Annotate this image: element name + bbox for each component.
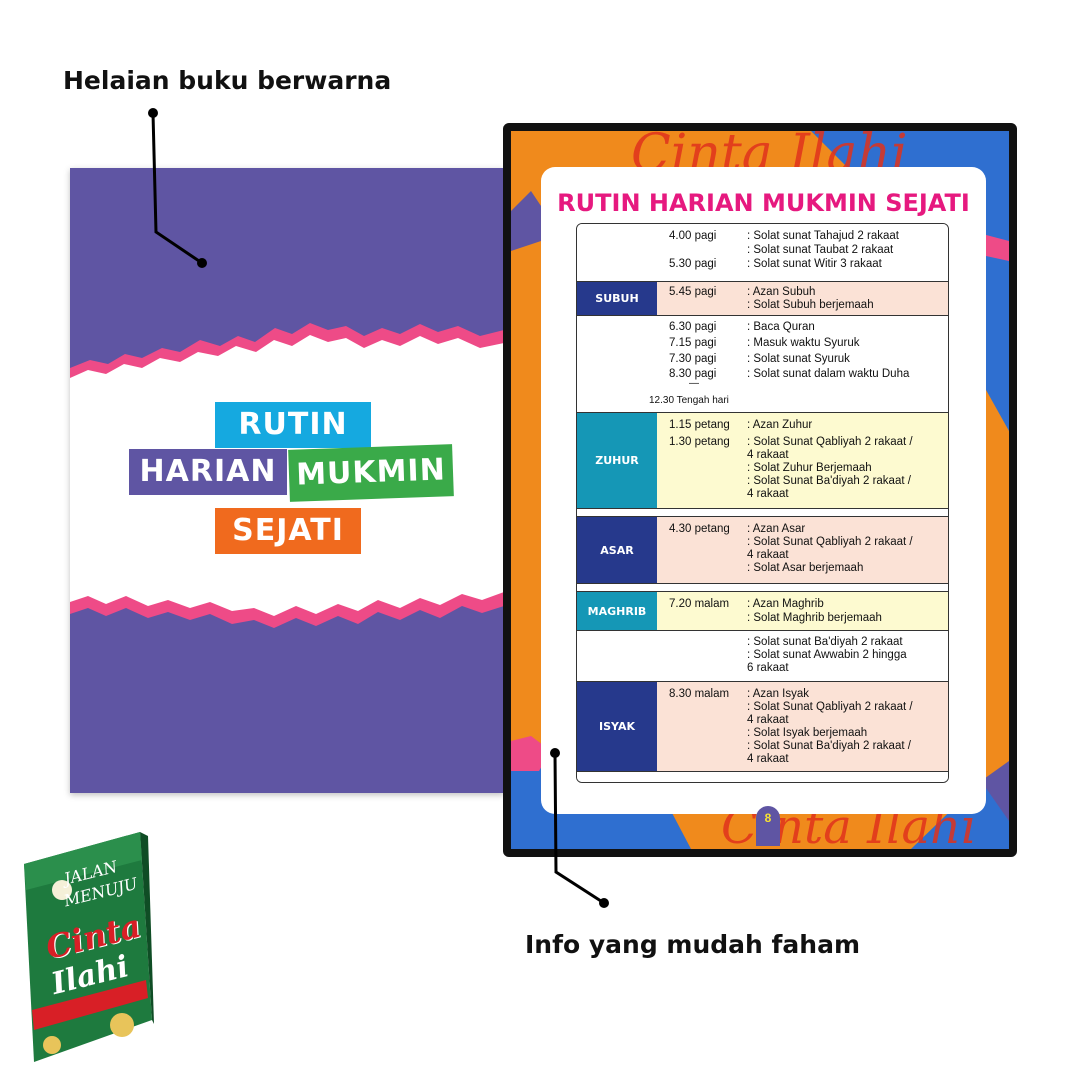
title-word-rutin: RUTIN xyxy=(215,402,371,448)
row-activity: : Solat Asar berjemaah xyxy=(747,562,864,574)
row-activity: : Solat sunat dalam waktu Duha xyxy=(747,368,910,380)
book-cover-art xyxy=(24,832,154,1062)
midday-note: 12.30 Tengah hari xyxy=(649,395,729,406)
row-activity: : Solat Sunat Qabliyah 2 rakaat / xyxy=(747,536,913,548)
table-row-subuh: SUBUH 5.45 pagi : Azan Subuh : Solat Sub… xyxy=(577,281,948,315)
row-activity: 4 rakaat xyxy=(747,714,789,726)
row-activity: : Solat Sunat Qabliyah 2 rakaat / xyxy=(747,701,913,713)
row-time: 8.30 pagi xyxy=(669,368,717,380)
row-activity: 6 rakaat xyxy=(747,662,789,674)
row-time: 1.15 petang xyxy=(669,419,730,431)
prayer-label-subuh: SUBUH xyxy=(577,282,657,315)
row-activity: : Solat Zuhur Berjemaah xyxy=(747,462,872,474)
row-activity: : Solat sunat Awwabin 2 hingga xyxy=(747,649,907,661)
table-row-zuhur: ZUHUR 1.15 petang : Azan Zuhur 1.30 peta… xyxy=(577,412,948,508)
row-activity: : Azan Isyak xyxy=(747,688,810,700)
table-row-maghrib: MAGHRIB 7.20 malam : Azan Maghrib : Sola… xyxy=(577,591,948,630)
row-time: 1.30 petang xyxy=(669,436,730,448)
row-activity: : Baca Quran xyxy=(747,321,815,333)
left-page: RUTIN HARIAN MUKMIN SEJATI xyxy=(70,168,504,793)
callout-dot xyxy=(599,898,609,908)
row-activity: : Solat Subuh berjemaah xyxy=(747,299,874,311)
callout-bottom-text: Info yang mudah faham xyxy=(525,930,860,959)
row-time: 7.30 pagi xyxy=(669,353,717,365)
table-row: 6.30 pagi : Baca Quran 7.15 pagi : Masuk… xyxy=(577,315,948,412)
row-activity: : Masuk waktu Syuruk xyxy=(747,337,860,349)
row-activity: : Solat sunat Ba'diyah 2 rakaat xyxy=(747,636,903,648)
row-activity: 4 rakaat xyxy=(747,549,789,561)
row-activity: 4 rakaat xyxy=(747,449,789,461)
prayer-label-isyak: ISYAK xyxy=(577,682,657,771)
callout-top-text: Helaian buku berwarna xyxy=(63,66,392,95)
routine-table: 4.00 pagi : Solat sunat Tahajud 2 rakaat… xyxy=(576,223,949,783)
row-activity: : Solat Sunat Ba'diyah 2 rakaat / xyxy=(747,740,911,752)
row-activity: : Solat sunat Tahajud 2 rakaat xyxy=(747,230,899,242)
prayer-label-zuhur: ZUHUR xyxy=(577,413,657,508)
row-time: 4.30 petang xyxy=(669,523,730,535)
prayer-label-maghrib: MAGHRIB xyxy=(577,592,657,630)
prayer-label-asar: ASAR xyxy=(577,517,657,583)
row-activity: : Solat Sunat Qabliyah 2 rakaat / xyxy=(747,436,913,448)
table-row-spacer xyxy=(577,771,948,782)
row-activity: : Azan Subuh xyxy=(747,286,816,298)
row-activity: : Azan Zuhur xyxy=(747,419,813,431)
row-activity: : Solat sunat Syuruk xyxy=(747,353,850,365)
row-activity: : Solat Sunat Ba'diyah 2 rakaat / xyxy=(747,475,911,487)
callout-dot xyxy=(148,108,158,118)
row-activity: : Solat Maghrib berjemaah xyxy=(747,612,882,624)
row-time: 5.45 pagi xyxy=(669,286,717,298)
page-title: RUTIN HARIAN MUKMIN SEJATI xyxy=(557,189,970,217)
row-activity: : Azan Maghrib xyxy=(747,598,824,610)
row-activity: : Solat sunat Taubat 2 rakaat xyxy=(747,244,894,256)
table-row-asar: ASAR 4.30 petang : Azan Asar : Solat Sun… xyxy=(577,516,948,583)
book-cover: JALAN MENUJU Cinta Ilahi xyxy=(22,830,154,1062)
table-row-isyak: ISYAK 8.30 malam : Azan Isyak : Solat Su… xyxy=(577,681,948,771)
title-word-harian: HARIAN xyxy=(129,449,287,495)
table-row-spacer xyxy=(577,583,948,591)
page-number: 8 xyxy=(756,806,780,846)
routine-card: RUTIN HARIAN MUKMIN SEJATI 4.00 pagi : S… xyxy=(541,167,986,814)
callout-dot xyxy=(550,748,560,758)
row-time: 6.30 pagi xyxy=(669,321,717,333)
torn-paper-band xyxy=(70,323,504,628)
table-row: : Solat sunat Ba'diyah 2 rakaat : Solat … xyxy=(577,630,948,681)
callout-dot xyxy=(197,258,207,268)
title-word-sejati: SEJATI xyxy=(215,508,361,554)
time-range-dash: — xyxy=(689,378,699,389)
row-time: 7.20 malam xyxy=(669,598,730,610)
row-activity: 4 rakaat xyxy=(747,753,789,765)
row-time: 8.30 malam xyxy=(669,688,730,700)
row-time: 7.15 pagi xyxy=(669,337,717,349)
row-activity: : Solat Isyak berjemaah xyxy=(747,727,868,739)
row-activity: : Azan Asar xyxy=(747,523,806,535)
row-time: 5.30 pagi xyxy=(669,258,717,270)
row-activity: 4 rakaat xyxy=(747,488,789,500)
table-row-spacer xyxy=(577,508,948,516)
row-time: 4.00 pagi xyxy=(669,230,717,242)
table-row: 4.00 pagi : Solat sunat Tahajud 2 rakaat… xyxy=(577,224,948,280)
row-activity: : Solat sunat Witir 3 rakaat xyxy=(747,258,882,270)
